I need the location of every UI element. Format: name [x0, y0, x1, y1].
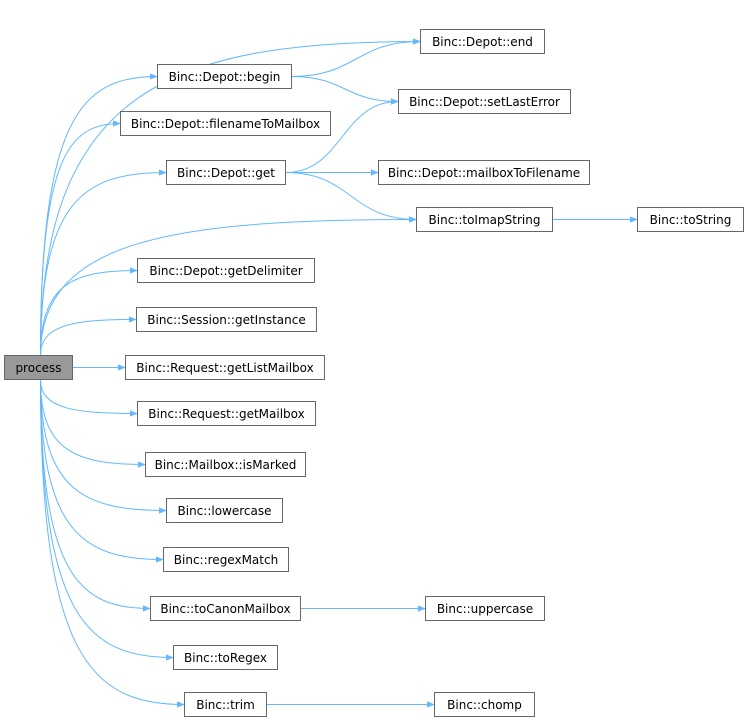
node-depot-get[interactable]: Binc::Depot::get — [166, 160, 286, 185]
edge-get-to-setLastError — [285, 98, 399, 173]
edge-process-to-filenameToMailbox — [40, 120, 121, 356]
node-uppercase[interactable]: Binc::uppercase — [425, 596, 545, 621]
edge-process-to-getInstance — [40, 316, 137, 356]
node-depot-end[interactable]: Binc::Depot::end — [420, 29, 545, 54]
node-depot-begin[interactable]: Binc::Depot::begin — [157, 64, 292, 89]
node-request-getmailbox[interactable]: Binc::Request::getMailbox — [137, 401, 316, 426]
edge-process-to-toImapString — [40, 216, 417, 356]
node-tocanonmailbox[interactable]: Binc::toCanonMailbox — [150, 596, 301, 621]
node-regexmatch[interactable]: Binc::regexMatch — [163, 547, 289, 572]
node-tostring[interactable]: Binc::toString — [637, 207, 744, 232]
node-chomp[interactable]: Binc::chomp — [434, 692, 535, 717]
node-toimapstring[interactable]: Binc::toImapString — [416, 207, 553, 232]
edge-process-to-toRegex — [40, 379, 174, 661]
edge-begin-to-end — [291, 38, 421, 77]
edge-process-to-getDelimiter — [40, 267, 138, 356]
edge-process-to-lowercase — [40, 379, 167, 514]
edge-process-to-end — [40, 38, 421, 356]
node-session-getinstance[interactable]: Binc::Session::getInstance — [136, 307, 317, 332]
edge-begin-to-setLastError — [291, 76, 399, 105]
node-depot-getdelimiter[interactable]: Binc::Depot::getDelimiter — [137, 258, 315, 283]
node-depot-setlasterror[interactable]: Binc::Depot::setLastError — [398, 89, 571, 114]
node-depot-mailboxtofilename[interactable]: Binc::Depot::mailboxToFilename — [378, 160, 590, 185]
node-request-getlistmailbox[interactable]: Binc::Request::getListMailbox — [125, 355, 325, 380]
node-mailbox-ismarked[interactable]: Binc::Mailbox::isMarked — [145, 452, 306, 477]
node-toregex[interactable]: Binc::toRegex — [173, 645, 278, 670]
edge-process-to-trim — [40, 379, 185, 708]
node-trim[interactable]: Binc::trim — [184, 692, 267, 717]
edge-process-to-isMarked — [40, 379, 146, 468]
edge-process-to-getMailbox — [40, 379, 138, 417]
node-depot-filenametomailbox[interactable]: Binc::Depot::filenameToMailbox — [120, 111, 331, 136]
edge-process-to-get — [40, 169, 167, 356]
node-lowercase[interactable]: Binc::lowercase — [166, 498, 283, 523]
edge-process-to-toCanonMailbox — [40, 379, 151, 612]
edge-get-to-toImapString — [285, 172, 417, 223]
node-process: process — [4, 355, 73, 380]
edge-process-to-regexMatch — [40, 379, 164, 563]
